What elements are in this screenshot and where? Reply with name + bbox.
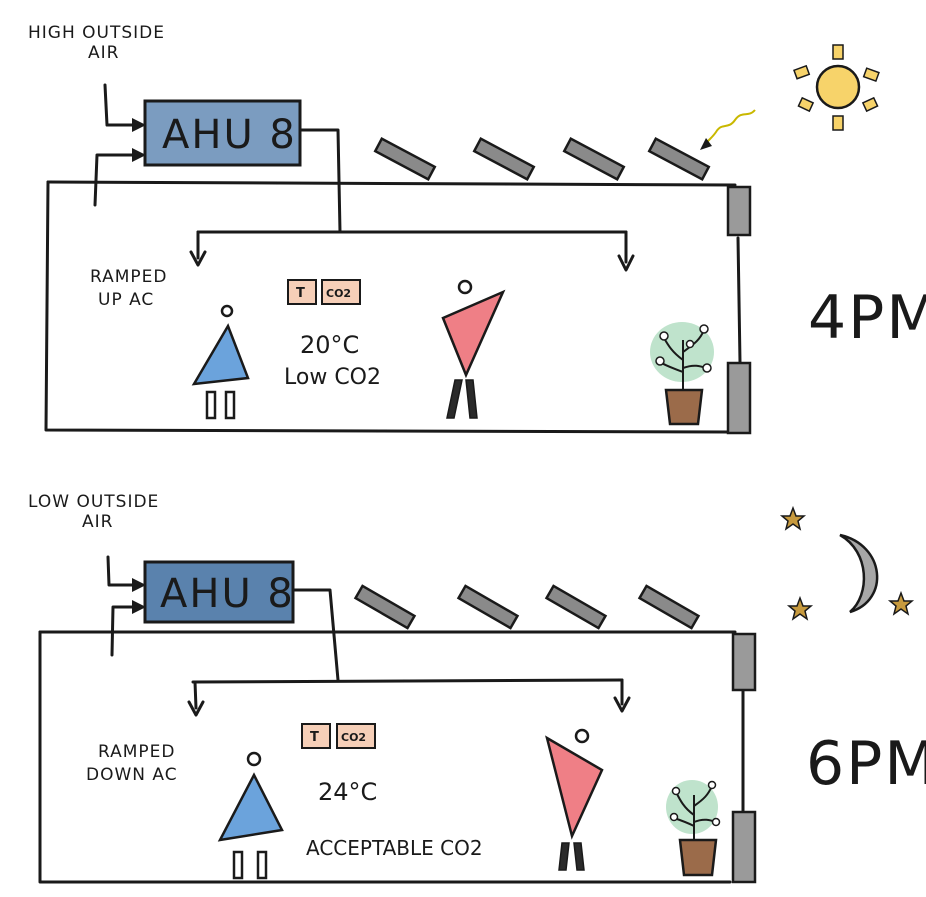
arrowhead-icon: [132, 118, 146, 132]
sunlight-ray: [703, 109, 756, 147]
ahu-label: AHU 8: [160, 571, 295, 617]
solar-panel: [353, 584, 417, 630]
distribution-duct: [191, 678, 624, 684]
outside-air-label-line2: AIR: [82, 512, 113, 532]
temperature-sensor-label: T: [296, 286, 305, 301]
intake-arrow-lower: [110, 605, 142, 657]
outside-air-label-line1: LOW OUTSIDE: [28, 492, 159, 512]
intake-arrow-upper: [106, 555, 142, 587]
temperature-sensor-label: T: [310, 730, 319, 745]
ahu-unit: [143, 560, 295, 624]
scene-4pm: HIGH OUTSIDE AIR AHU 8: [28, 23, 926, 435]
building-wall-left-floor: [44, 180, 732, 434]
time-label: 6PM: [806, 729, 926, 799]
arrowhead-icon: [132, 148, 146, 162]
arrowhead-icon: [613, 696, 631, 713]
ahu-label: AHU 8: [162, 112, 297, 158]
arrowhead-icon: [700, 138, 712, 150]
solar-panel: [647, 137, 711, 181]
temperature-sensor: [287, 279, 317, 305]
solar-panel: [472, 137, 536, 181]
window-upper: [731, 632, 757, 692]
co2-sensor: [336, 723, 376, 749]
supply-duct: [291, 588, 340, 682]
person-red: [441, 279, 506, 419]
ahu-unit: [143, 99, 302, 167]
window-lower: [726, 361, 752, 435]
temperature-sensor: [301, 723, 331, 749]
solar-panels: [353, 584, 701, 630]
co2-status: Low CO2: [284, 365, 381, 390]
solar-panel: [373, 137, 437, 181]
ac-status-line1: RAMPED: [98, 742, 176, 762]
plant-icon: [650, 322, 714, 426]
temperature-reading: 20°C: [300, 331, 359, 359]
co2-sensor-label: CO2: [341, 731, 366, 744]
person-red: [545, 728, 604, 871]
arrowhead-icon: [132, 578, 146, 592]
moon-icon: [839, 533, 879, 614]
star-icon: [786, 595, 814, 621]
arrowhead-icon: [187, 700, 205, 717]
window-lower: [731, 810, 757, 884]
outside-air-label-line2: AIR: [88, 43, 119, 63]
arrowhead-icon: [132, 600, 146, 614]
solar-panel: [637, 584, 701, 630]
arrowhead-icon: [189, 250, 207, 267]
outside-air-label-line1: HIGH OUTSIDE: [28, 23, 165, 43]
diffuser-left: [193, 680, 198, 710]
intake-arrow-lower: [93, 153, 142, 207]
co2-sensor-label: CO2: [326, 287, 351, 300]
solar-panel: [544, 584, 608, 630]
plant-icon: [666, 780, 721, 877]
star-icon: [779, 505, 807, 531]
scene-6pm: LOW OUTSIDE AIR AHU 8: [28, 492, 926, 884]
sun-icon: [793, 44, 880, 131]
co2-sensor: [321, 279, 361, 305]
person-blue: [191, 304, 250, 420]
window-upper: [726, 185, 752, 237]
solar-panels: [373, 137, 711, 181]
ac-status-line2: UP AC: [98, 290, 154, 310]
co2-status: ACCEPTABLE CO2: [306, 836, 483, 860]
building-wall-right: [736, 236, 742, 364]
ac-status-line2: DOWN AC: [86, 765, 178, 785]
intake-arrow-upper: [103, 83, 142, 127]
person-blue: [217, 751, 284, 880]
star-icon: [887, 590, 915, 616]
building-roof: [46, 180, 737, 187]
supply-duct: [298, 128, 342, 234]
solar-panel: [456, 584, 520, 630]
temperature-reading: 24°C: [318, 778, 377, 806]
building-wall-left-floor: [38, 630, 732, 884]
time-label: 4PM: [808, 283, 926, 353]
arrowhead-icon: [617, 254, 635, 272]
ac-status-line1: RAMPED: [90, 267, 168, 287]
solar-panel: [562, 137, 626, 181]
